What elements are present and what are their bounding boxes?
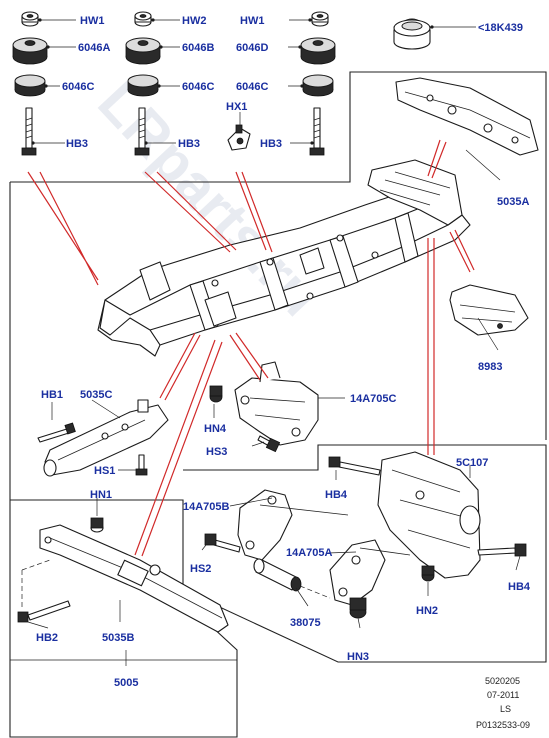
dash-line-hb2 xyxy=(21,559,51,610)
nut-hn4-left xyxy=(209,385,223,403)
label-hw1-left: HW1 xyxy=(80,15,104,27)
body-mount-6046b xyxy=(125,37,161,65)
label-hs3: HS3 xyxy=(206,446,227,458)
crossmember-5035b xyxy=(39,524,229,633)
nut-hn2 xyxy=(421,565,435,582)
label-5005: 5005 xyxy=(114,677,138,689)
label-hx1: HX1 xyxy=(226,101,247,113)
label-5035b: 5035B xyxy=(102,632,134,644)
label-hb2: HB2 xyxy=(36,632,58,644)
rear-crossmember-5035c xyxy=(43,399,169,477)
label-hn2: HN2 xyxy=(416,605,438,617)
label-hb3-right: HB3 xyxy=(260,138,282,150)
label-hn3: HN3 xyxy=(347,651,369,663)
bolt-hb4-upper xyxy=(328,456,381,476)
label-5c107: 5C107 xyxy=(456,457,488,469)
footer-code: 5020205 xyxy=(485,676,520,686)
label-18k439: <18K439 xyxy=(478,22,523,34)
nut-hn3 xyxy=(349,597,367,619)
drawing-footer: 5020205 07-2011 LS P0132533-09 xyxy=(476,676,530,730)
screw-hs2 xyxy=(204,533,241,553)
bolt-hb3-mid xyxy=(134,107,150,156)
label-14a705b: 14A705B xyxy=(183,501,230,513)
bracket-14a705b xyxy=(237,489,349,561)
label-6046c-left: 6046C xyxy=(62,81,94,93)
bracket-14a705a xyxy=(329,539,411,606)
leaders-lower xyxy=(27,149,521,666)
body-mount-6046d xyxy=(300,37,336,65)
body-mount-6046c-left xyxy=(14,74,46,97)
chassis-frame xyxy=(97,159,471,357)
bump-stop-18k439 xyxy=(393,18,431,50)
label-6046c-right: 6046C xyxy=(236,81,268,93)
clip-nut-hx1 xyxy=(227,124,251,151)
label-hs2: HS2 xyxy=(190,563,211,575)
leaders-top xyxy=(33,19,476,144)
label-5035c: 5035C xyxy=(80,389,112,401)
body-mount-6046a xyxy=(12,37,48,65)
label-6046d: 6046D xyxy=(236,42,268,54)
leader-dots-top xyxy=(31,18,434,145)
body-mount-6046c-right xyxy=(302,74,334,97)
label-hn4-left: HN4 xyxy=(204,423,227,435)
label-6046b: 6046B xyxy=(182,42,214,54)
label-38075: 38075 xyxy=(290,617,321,629)
bolt-hb3-left xyxy=(21,107,37,156)
bolt-hb3-right xyxy=(309,107,325,156)
heat-shield-8983 xyxy=(449,284,529,336)
footer-ls: LS xyxy=(500,704,511,714)
label-hb4-lower: HB4 xyxy=(508,581,531,593)
label-14a705a: 14A705A xyxy=(286,547,333,559)
footer-ref: P0132533-09 xyxy=(476,720,530,730)
screw-hs3 xyxy=(257,435,281,453)
bracket-14a705c xyxy=(234,361,319,446)
bolt-hb4-lower xyxy=(477,543,527,557)
label-5035a: 5035A xyxy=(497,196,529,208)
bolt-hb1 xyxy=(37,422,76,443)
part-labels: HW1 HW2 HW1 <18K439 6046A 6046B 6046D 60… xyxy=(36,15,531,689)
bolt-hb2 xyxy=(17,600,71,623)
label-14a705c: 14A705C xyxy=(350,393,397,405)
red-callout-lines xyxy=(27,139,475,557)
frame-outline-left-panel xyxy=(10,71,547,440)
footer-date: 07-2011 xyxy=(487,690,519,700)
washer-hw1-right xyxy=(311,11,329,27)
bracket-5c107 xyxy=(377,451,481,579)
nut-hn1 xyxy=(90,517,104,533)
label-8983: 8983 xyxy=(478,361,502,373)
front-crossmember-5035a xyxy=(395,77,539,156)
label-6046c-mid: 6046C xyxy=(182,81,214,93)
label-hb1: HB1 xyxy=(41,389,63,401)
label-hw2: HW2 xyxy=(182,15,206,27)
sleeve-38075 xyxy=(253,558,331,599)
label-hw1-right: HW1 xyxy=(240,15,264,27)
label-hn1: HN1 xyxy=(90,489,112,501)
label-hb3-mid: HB3 xyxy=(178,138,200,150)
screw-hs1 xyxy=(135,454,148,476)
body-mount-6046c-mid xyxy=(127,74,159,97)
label-hb3-left: HB3 xyxy=(66,138,88,150)
washer-hw2 xyxy=(134,11,152,27)
label-hs1: HS1 xyxy=(94,465,115,477)
label-hb4-upper: HB4 xyxy=(325,489,348,501)
label-6046a: 6046A xyxy=(78,42,110,54)
frame-outline-main xyxy=(9,182,238,738)
frame-outline-lower-right xyxy=(182,444,547,663)
washer-hw1-left xyxy=(21,11,39,27)
